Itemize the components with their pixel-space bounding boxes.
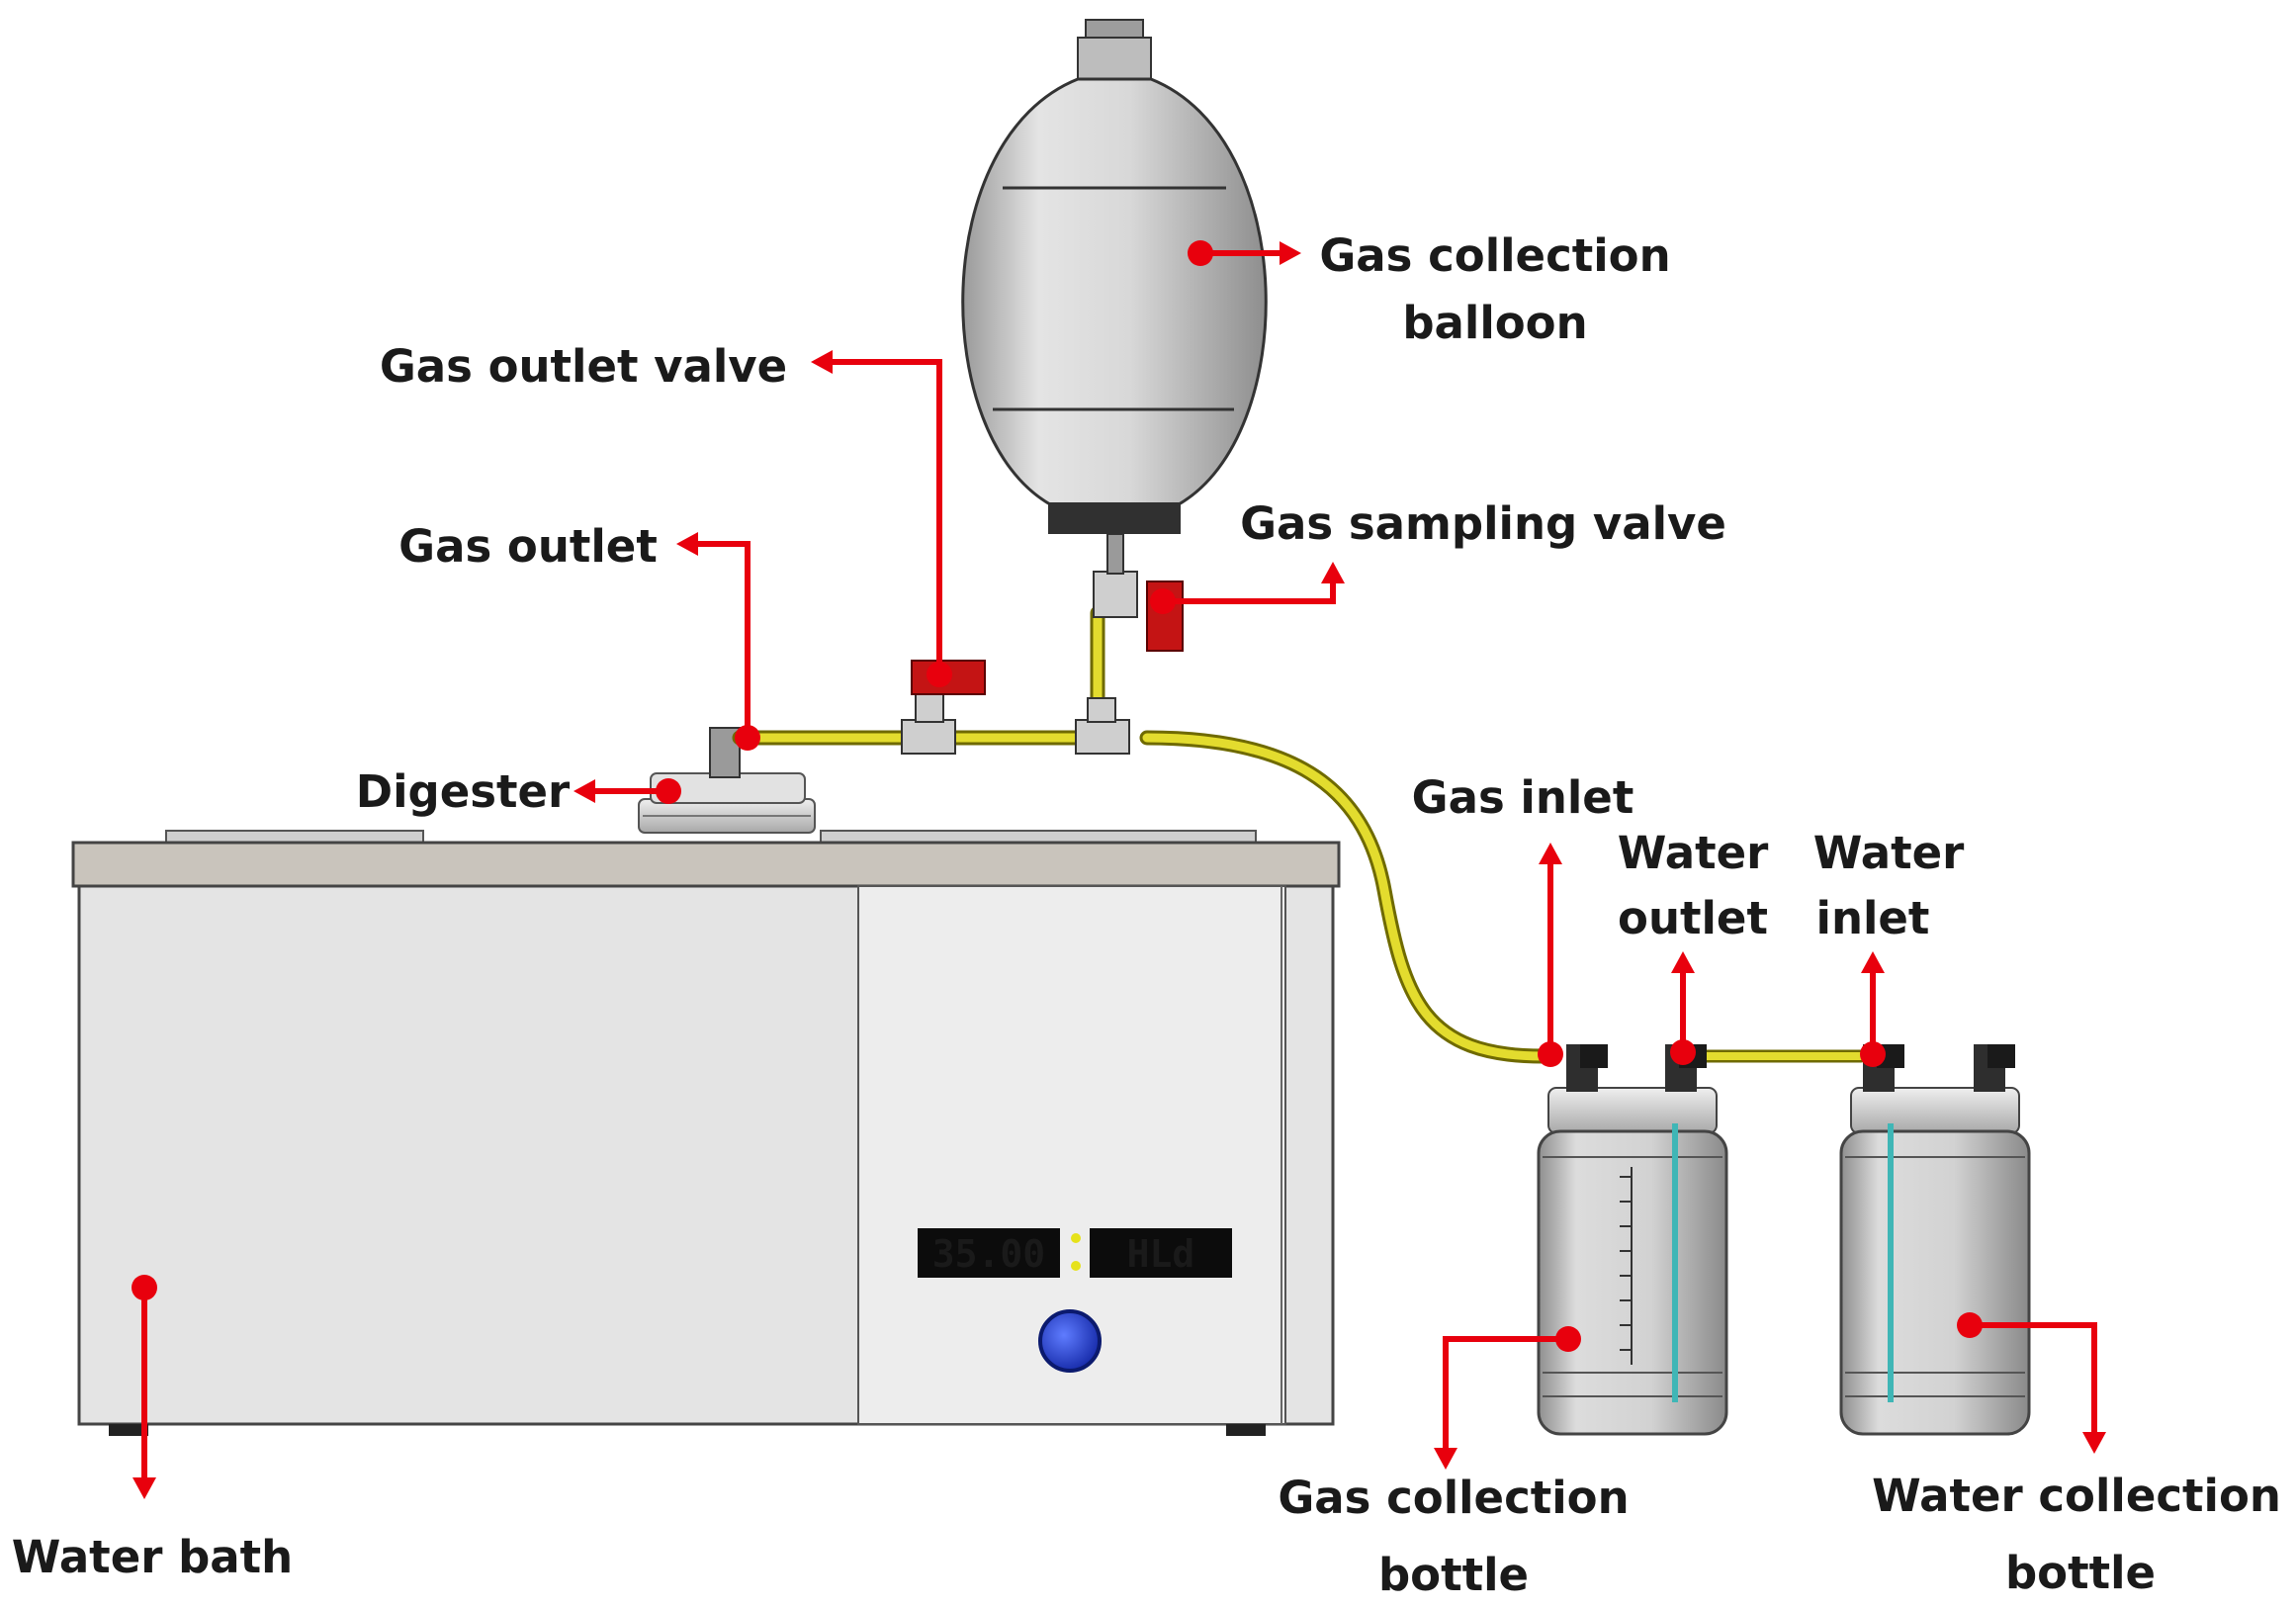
arrowhead-balloon <box>1280 241 1301 265</box>
arrow-water-collection-bottle <box>1970 1322 2097 1434</box>
water-bath-lid-right <box>820 830 1257 844</box>
label-gas-collection-bottle-line1: Gas collection <box>1278 1472 1629 1524</box>
digester <box>638 727 816 834</box>
arrow-gas-outlet <box>692 541 751 738</box>
label-gas-inlet: Gas inlet <box>1412 771 1634 824</box>
arrow-gas-outlet-valve <box>827 359 942 674</box>
arrow-gas-collection-bottle <box>1443 1336 1568 1452</box>
arrowhead-gas-collection-bottle <box>1434 1448 1457 1470</box>
sampling-tee <box>1093 571 1138 618</box>
control-knob[interactable] <box>1038 1309 1102 1373</box>
label-gas-collection-balloon-line2: balloon <box>1402 297 1587 349</box>
water-bath: 35.00 HLd <box>71 830 1341 1436</box>
arrowhead-gas-outlet-valve <box>811 350 833 374</box>
label-gas-outlet-valve: Gas outlet valve <box>380 340 787 393</box>
arrowhead-water-outlet <box>1671 951 1695 973</box>
label-water-bath: Water bath <box>12 1531 293 1583</box>
annotation-arrows <box>141 250 2097 1479</box>
arrowhead-gas-sampling-valve <box>1321 562 1345 583</box>
mode-display <box>1090 1228 1232 1278</box>
annotation-dots <box>132 240 1983 1352</box>
annotation-arrowheads <box>132 241 2106 1499</box>
label-water-outlet-line1: Water <box>1618 827 1769 879</box>
balloon-body <box>961 77 1268 506</box>
tee-fitting-2 <box>1075 697 1130 755</box>
balloon-base-ring <box>1048 502 1181 534</box>
label-water-outlet-line2: outlet <box>1618 892 1768 944</box>
display-separator-dot-top <box>1071 1233 1081 1243</box>
label-gas-sampling-valve: Gas sampling valve <box>1240 497 1726 550</box>
label-water-collection-bottle-line2: bottle <box>2005 1547 2156 1599</box>
display-separator-dot-bottom <box>1071 1261 1081 1271</box>
arrowhead-water-inlet <box>1861 951 1885 973</box>
water-bath-foot-right <box>1226 1424 1266 1436</box>
label-gas-collection-bottle-line2: bottle <box>1378 1549 1529 1601</box>
label-gas-outlet: Gas outlet <box>398 520 658 573</box>
labels: Gas collection balloon Gas outlet valve … <box>12 229 2281 1601</box>
water-bath-foot-left <box>109 1424 148 1436</box>
gas-collection-bottle <box>1537 1044 1728 1436</box>
arrowhead-gas-outlet <box>676 532 698 556</box>
label-digester: Digester <box>356 765 571 818</box>
mode-display-value: HLd <box>1127 1232 1195 1276</box>
water-bath-lid-left <box>165 830 424 844</box>
arrowhead-water-bath <box>132 1477 156 1499</box>
water-bath-top-rim <box>71 841 1341 888</box>
sampling-stem <box>1106 533 1124 575</box>
arrowhead-gas-inlet <box>1539 843 1562 864</box>
label-water-collection-bottle-line1: Water collection <box>1872 1470 2281 1522</box>
label-water-inlet-line1: Water <box>1813 827 1965 879</box>
temperature-display-value: 35.00 <box>932 1232 1045 1276</box>
balloon-neck <box>1077 37 1152 82</box>
arrow-gas-sampling-valve <box>1163 578 1336 604</box>
gas-collection-balloon <box>961 19 1268 534</box>
label-gas-collection-balloon-line1: Gas collection <box>1319 229 1670 282</box>
gas-bottle-scale-ticks <box>1620 1176 1632 1351</box>
tee-fitting-1 <box>901 719 956 755</box>
temperature-display <box>918 1228 1060 1278</box>
label-water-inlet-line2: inlet <box>1816 892 1930 944</box>
water-collection-bottle <box>1839 1044 2031 1436</box>
arrowhead-water-collection-bottle <box>2082 1432 2106 1454</box>
arrowhead-digester <box>574 779 595 803</box>
